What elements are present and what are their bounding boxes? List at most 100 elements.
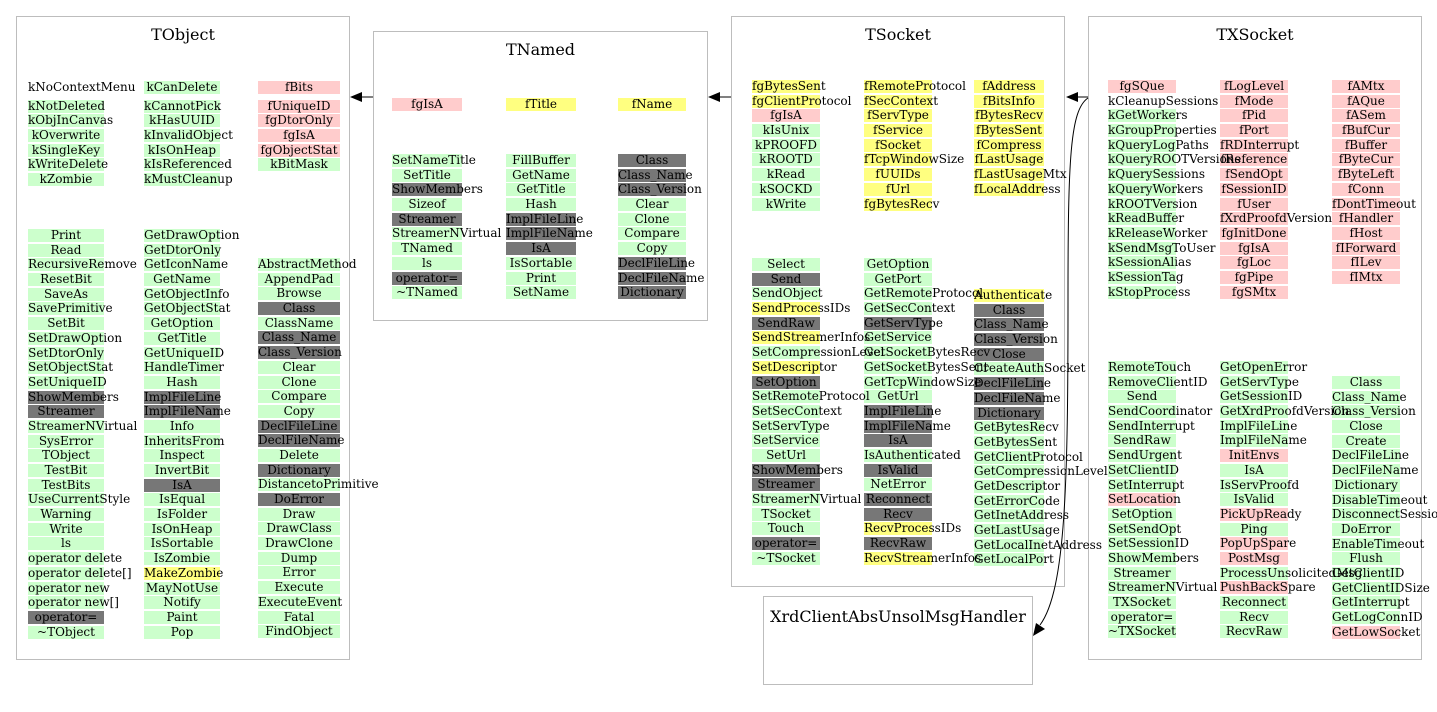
member-highlight xyxy=(144,596,220,610)
member-label: GetBytesRecv xyxy=(974,420,1059,435)
member-highlight xyxy=(506,286,576,300)
method-item: Class_Version xyxy=(618,182,702,197)
method-item: Recv xyxy=(1220,610,1288,625)
method-item: GetClientID xyxy=(1332,566,1404,581)
member-label: fPort xyxy=(1239,123,1269,138)
member-label: AbstractMethod xyxy=(258,257,357,271)
attribute-item: kCanDelete xyxy=(144,80,220,95)
member-highlight xyxy=(864,493,932,506)
member-label: GetOption xyxy=(150,316,214,331)
member-highlight xyxy=(1108,256,1176,270)
member-highlight xyxy=(144,158,220,172)
attribute-item: kQueryWorkers xyxy=(1108,182,1203,197)
member-highlight xyxy=(28,129,104,143)
attribute-item: kZombie xyxy=(28,172,104,187)
method-item: SetSessionID xyxy=(1108,536,1189,551)
method-item: Class_Name xyxy=(974,317,1049,332)
member-label: Reconnect xyxy=(1221,595,1287,609)
member-label: fServType xyxy=(867,108,929,123)
member-label: fAQue xyxy=(1347,93,1385,108)
method-item: Clear xyxy=(258,360,340,375)
member-label: DeclFileName xyxy=(1332,463,1419,478)
member-highlight xyxy=(28,522,104,536)
member-highlight xyxy=(1108,182,1176,196)
member-label: Close xyxy=(992,346,1026,361)
member-highlight xyxy=(28,258,104,272)
member-highlight xyxy=(864,124,932,138)
member-highlight xyxy=(864,182,932,196)
method-item: RemoteTouch xyxy=(1108,360,1191,375)
member-highlight xyxy=(618,198,686,212)
method-item: Class_Name xyxy=(258,330,340,345)
member-highlight xyxy=(258,81,340,94)
member-highlight xyxy=(392,286,462,300)
member-label: GetPort xyxy=(874,271,922,286)
member-label: GetDrawOption xyxy=(144,228,240,242)
member-label: fSecContext xyxy=(864,93,939,108)
member-label: Error xyxy=(282,565,316,580)
member-label: kStopProcess xyxy=(1108,284,1191,299)
method-item: SendRaw xyxy=(752,316,820,331)
member-label: GetXrdProofdVersion xyxy=(1220,404,1350,419)
member-label: fName xyxy=(631,97,673,111)
member-label: GetLastUsage xyxy=(974,523,1060,537)
member-highlight xyxy=(1220,212,1288,226)
member-highlight xyxy=(28,552,104,566)
member-highlight xyxy=(618,227,686,241)
method-item: Hash xyxy=(144,375,220,390)
method-item: SetLocation xyxy=(1108,492,1181,507)
method-item: Class_Name xyxy=(1332,390,1407,405)
member-label: GetSocketBytesSent xyxy=(864,359,989,374)
member-highlight xyxy=(144,346,220,360)
member-highlight xyxy=(392,227,462,241)
attribute-item: fgIsA xyxy=(1220,241,1288,256)
member-highlight xyxy=(1108,109,1176,123)
member-highlight xyxy=(1108,596,1176,609)
method-item: Streamer xyxy=(392,212,462,227)
method-item: IsEqual xyxy=(144,492,220,507)
attribute-item: fgIsA xyxy=(258,128,340,143)
member-highlight xyxy=(258,360,340,374)
class-title: TNamed xyxy=(505,40,576,59)
member-label: SetServType xyxy=(752,418,830,433)
method-item: DeclFileName xyxy=(618,271,705,286)
method-item: IsServProofd xyxy=(1220,478,1299,493)
attribute-item: fgBytesSent xyxy=(752,79,826,94)
member-label: Pop xyxy=(170,624,194,639)
member-label: SetSendOpt xyxy=(1108,521,1182,536)
method-item: FillBuffer xyxy=(506,153,576,168)
member-highlight xyxy=(144,625,220,639)
method-item: Class_Name xyxy=(618,168,693,183)
method-item: GetClientIDSize xyxy=(1332,581,1430,596)
member-highlight xyxy=(28,99,104,113)
member-highlight xyxy=(1108,625,1176,639)
method-item: GetLowSocket xyxy=(1332,625,1420,640)
member-label: ImplFileLine xyxy=(506,211,584,226)
member-highlight xyxy=(1108,493,1176,507)
method-item: AppendPad xyxy=(258,272,340,287)
member-highlight xyxy=(28,114,104,128)
member-label: fgClientProtocol xyxy=(752,93,852,108)
member-highlight xyxy=(144,434,220,448)
member-label: SaveAs xyxy=(43,286,89,301)
member-label: fUniqueID xyxy=(267,98,331,113)
member-label: fAddress xyxy=(982,79,1036,93)
member-highlight xyxy=(28,405,104,419)
member-highlight xyxy=(1332,390,1400,404)
member-highlight xyxy=(28,449,104,463)
attribute-item: kQuerySessions xyxy=(1108,167,1205,182)
attribute-item: kSessionTag xyxy=(1108,270,1184,285)
attribute-item: kQueryROOTVersions xyxy=(1108,152,1241,167)
member-highlight xyxy=(1220,270,1288,284)
member-highlight xyxy=(28,566,104,580)
member-highlight xyxy=(864,463,932,477)
member-label: DeclFileLine xyxy=(974,376,1052,391)
member-label: SetUniqueID xyxy=(28,374,107,389)
member-highlight xyxy=(144,375,220,389)
method-item: GetOption xyxy=(864,257,932,272)
member-label: Class xyxy=(635,153,669,167)
member-highlight xyxy=(1332,241,1400,255)
attribute-item: fLastUsageMtx xyxy=(974,167,1067,182)
